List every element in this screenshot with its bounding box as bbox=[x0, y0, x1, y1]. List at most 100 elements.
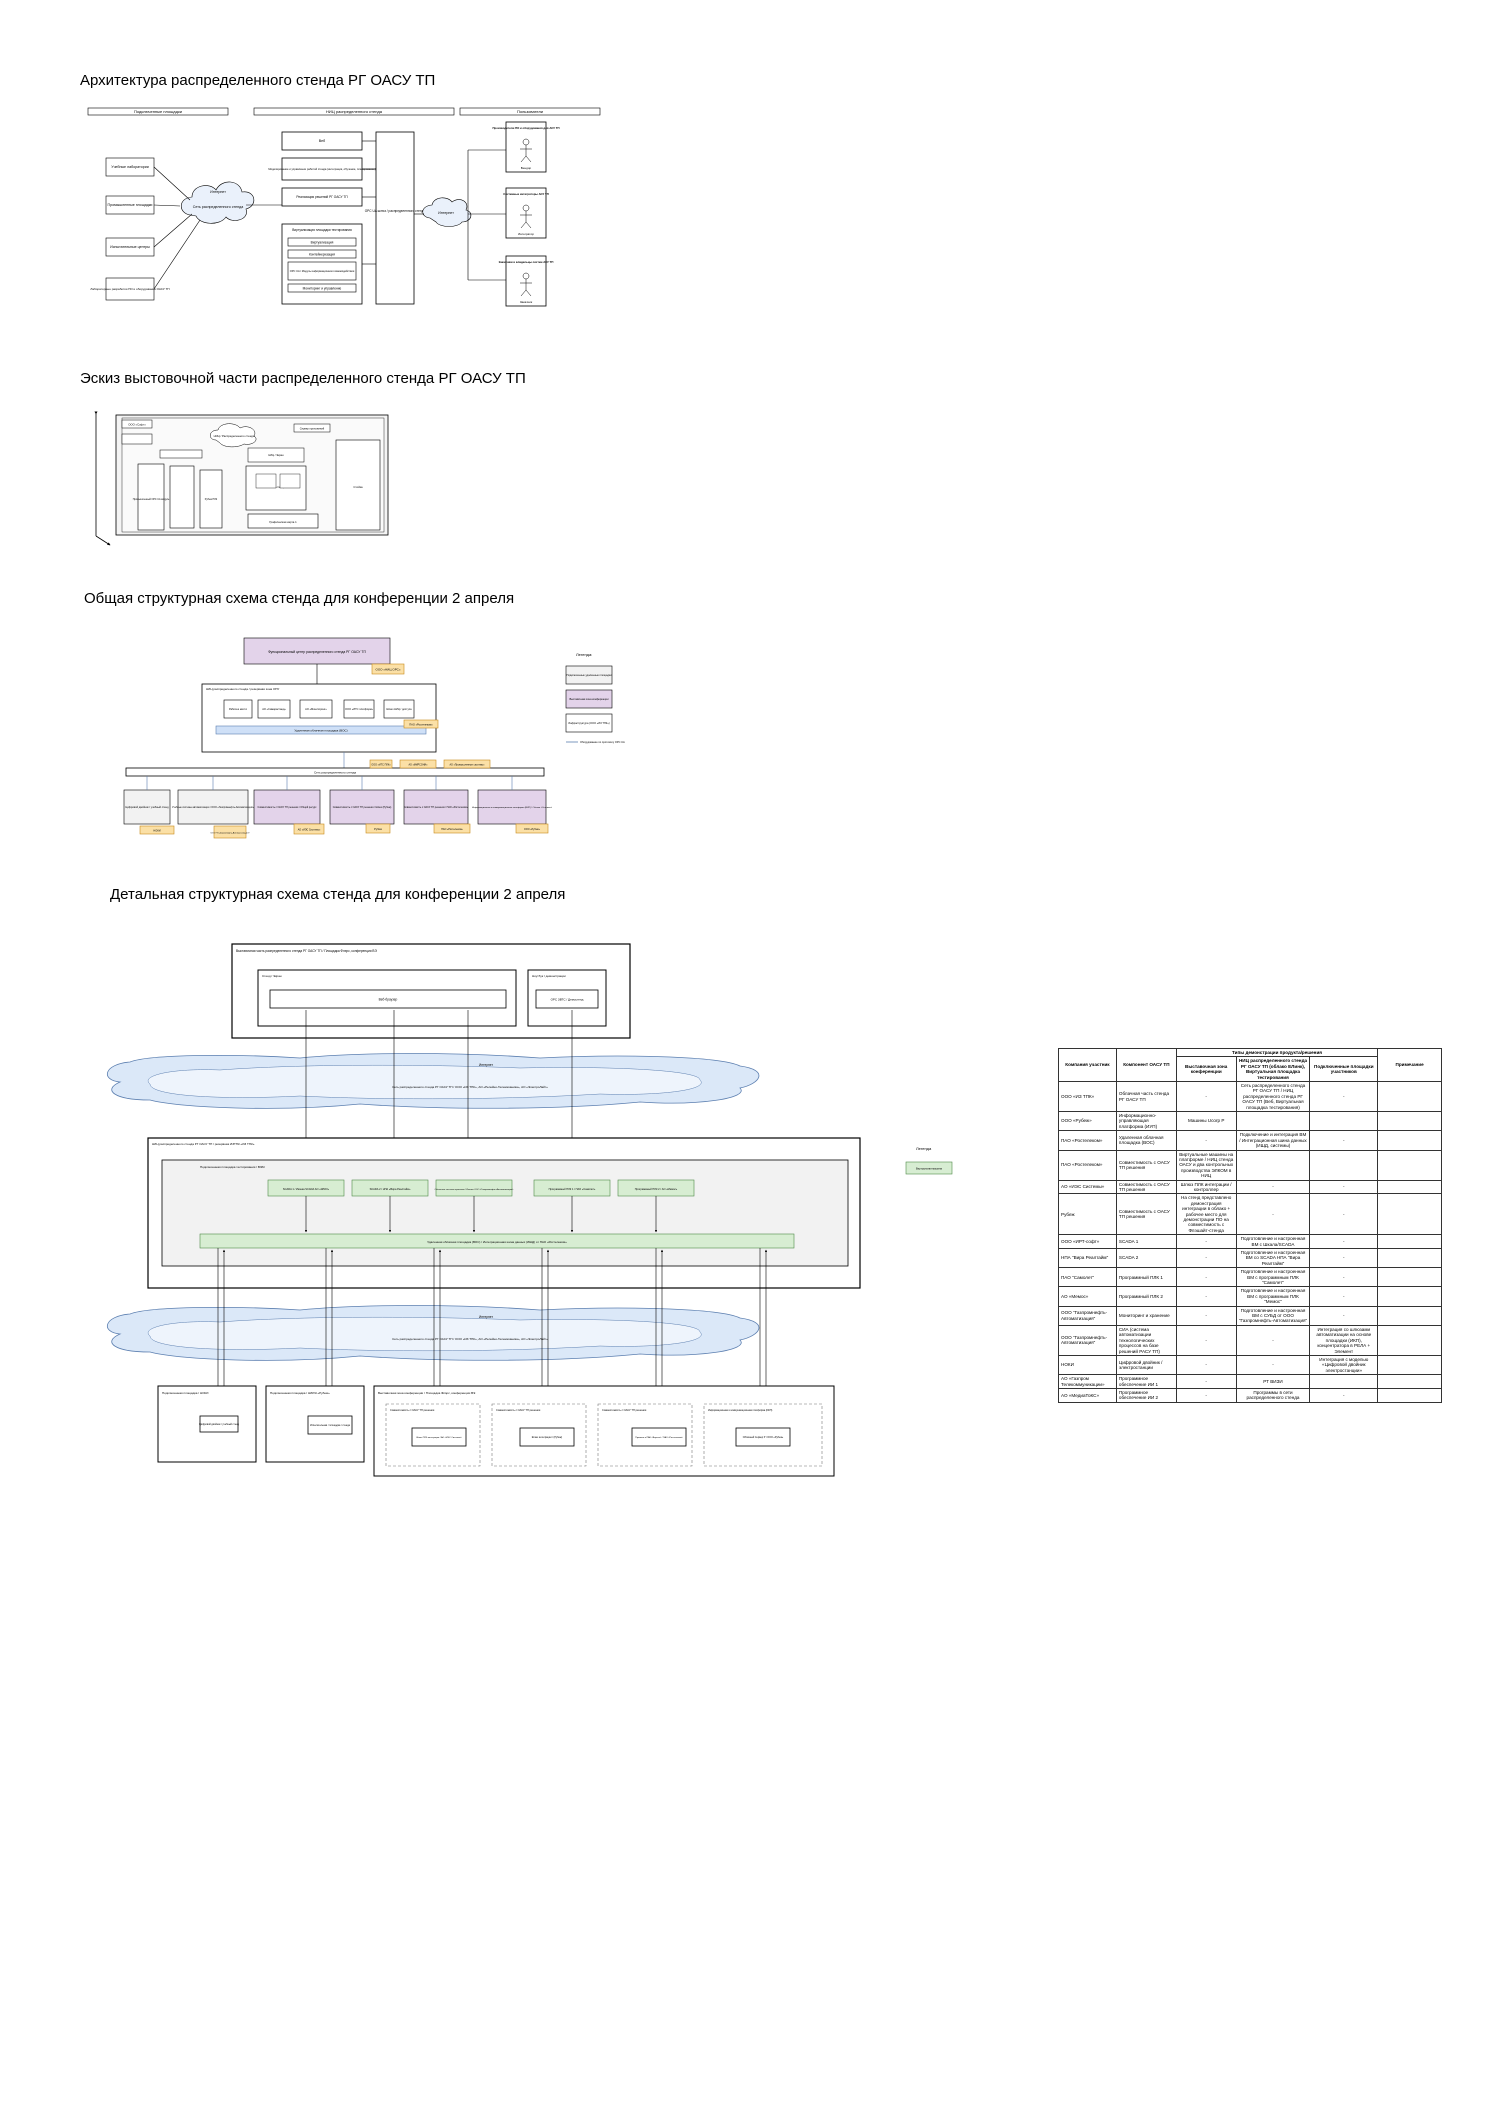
sketch-label-box bbox=[121, 419, 153, 429]
table-row: АО «МедиаТоКС»Программное обеспечение ИИ… bbox=[1058, 1387, 1442, 1403]
table-cell bbox=[1377, 1387, 1442, 1403]
general-scheme-diagram: Функциональный центр распределенного сте… bbox=[123, 637, 625, 839]
table-cell: Машины Ucorp P bbox=[1175, 1111, 1237, 1132]
sketch-label-box bbox=[159, 449, 203, 459]
sketch-cabinet bbox=[199, 469, 223, 529]
table-cell bbox=[1309, 1111, 1379, 1132]
nic-bus-tag-label: ПАО «Ростелеком» bbox=[409, 723, 433, 727]
web-browser-label: Веб-браузер bbox=[379, 998, 398, 1002]
table-cell: - bbox=[1235, 1179, 1311, 1195]
table-cell: Совместимость с ОАСУ ТП решения bbox=[1115, 1179, 1177, 1195]
site-box-rubezh-label: Подключенная площадка / НИИЭ «Рубеж» bbox=[270, 1391, 330, 1395]
notebook-label: Ноутбук / демонстрации bbox=[532, 974, 566, 978]
sketch-table-label: Графическая карта 1 bbox=[269, 520, 297, 524]
connector-line bbox=[153, 204, 181, 207]
sketch-cabinet-label: Промышленный OPC UA модуль bbox=[133, 498, 170, 501]
table-cell bbox=[1309, 1374, 1379, 1389]
table-cell bbox=[1377, 1305, 1442, 1326]
table-row: ПАО "Самолет"Программный ПЛК 1-Подготовл… bbox=[1058, 1267, 1442, 1288]
expo-sub-label: Правила и ПАК «Ворота» / ПАО «Ростелеком… bbox=[635, 1436, 683, 1439]
sketch-label-box bbox=[293, 423, 331, 433]
table-cell: ПАО "Самолет" bbox=[1058, 1267, 1117, 1288]
table-cell: Удаленная облачная площадка (ВОС) bbox=[1115, 1130, 1177, 1151]
expo-box-label: Информационная и коммуникационная платфо… bbox=[472, 806, 553, 809]
user-card-role: Заказчик bbox=[520, 300, 533, 304]
expo-sub-box bbox=[735, 1427, 791, 1447]
site-box-label: Цифровой двойник / учебный стенд bbox=[125, 805, 169, 809]
expo-box-label: Совместимость с ОАСУ ТП решения / ПАО «Р… bbox=[404, 806, 469, 809]
table-cell bbox=[1377, 1324, 1442, 1356]
table-cell: Подготовление и настроенная ВМ с програм… bbox=[1235, 1286, 1311, 1307]
table-header-row: Компания участник Компонент ОАСУ ТП Типы… bbox=[1058, 1047, 1442, 1083]
table-row: ООО «ИРТ-софт»SCADA 1-Подготовление и на… bbox=[1058, 1234, 1442, 1249]
column-header-connected-sites-label: Подключенные площадки bbox=[134, 109, 182, 114]
table-cell: - bbox=[1309, 1305, 1379, 1326]
table-cell bbox=[1377, 1286, 1442, 1307]
site-box-label: Учебные системы автоматизации / ООО «Газ… bbox=[172, 806, 255, 809]
table-body: ООО «ИЗ ТПК»Облачная часть стенда РГ ОАС… bbox=[1058, 1081, 1442, 1403]
table-cell: - bbox=[1309, 1267, 1379, 1288]
sketch-cloud bbox=[210, 423, 257, 448]
table-row: ПАО «Ростелеком»Совместимость с ОАСУ ТП … bbox=[1058, 1149, 1442, 1181]
legend-swatch-expo bbox=[565, 689, 613, 709]
user-card-customer: Заказчики и владельцы систем АСУ ТП Зака… bbox=[499, 255, 553, 307]
user-card-role: Интегратор bbox=[518, 232, 534, 236]
table-cell: ООО "Газпромнефть-Автоматизация" bbox=[1058, 1305, 1117, 1326]
mid-sub-box bbox=[287, 261, 357, 281]
network-tag bbox=[399, 759, 437, 769]
table-cell: АО «МедиаТоКС» bbox=[1058, 1387, 1117, 1403]
table-cell: РТ ВИЗИ bbox=[1235, 1374, 1311, 1389]
sketch-stand bbox=[335, 439, 381, 531]
table-cell: SCADA 1 bbox=[1115, 1234, 1177, 1249]
column-header-users bbox=[459, 107, 601, 116]
expo-stand-label: Стенд / Экран bbox=[262, 974, 282, 978]
nic-item-label: Шлюз НИЦ / доступа bbox=[386, 707, 412, 711]
integration-bus bbox=[199, 1233, 795, 1249]
table-header-cell: Компонент ОАСУ ТП bbox=[1115, 1047, 1177, 1083]
integration-bus-label: Удаленная облачная площадка (ВОС) / Инте… bbox=[427, 1240, 567, 1244]
network-cloud-lower-label: Сеть распределенного стенда РГ ОАСУ ТП /… bbox=[392, 1337, 548, 1341]
architecture-diagram: Подключенные площадки НИЦ распределенног… bbox=[87, 107, 601, 307]
table-cell: Совместимость с ОАСУ ТП решения bbox=[1115, 1193, 1177, 1236]
network-bar bbox=[125, 767, 545, 777]
table-cell bbox=[1377, 1354, 1442, 1376]
mid-sub-label: Контейнеризация bbox=[309, 253, 335, 257]
table-cell: ООО «ИРТ-софт» bbox=[1058, 1234, 1117, 1249]
mid-sub-label: Виртуализация bbox=[311, 241, 334, 245]
network-tag bbox=[443, 759, 491, 769]
expo-box-label: Совместимость с ОАСУ ТП решения / Общий … bbox=[258, 806, 318, 809]
table-cell bbox=[1235, 1149, 1311, 1181]
table-cell: - bbox=[1175, 1267, 1237, 1288]
table-cell: - bbox=[1309, 1286, 1379, 1307]
nic-bus-label: Удаленная облачная площадка (ВОС) bbox=[294, 729, 347, 733]
table-cell: - bbox=[1175, 1286, 1237, 1307]
expo-box bbox=[253, 789, 321, 825]
legend-label: Виртуальная машина bbox=[916, 1167, 943, 1171]
mid-box-web-label: Веб bbox=[319, 139, 325, 143]
legend-label: Выставочная зона конференции bbox=[569, 697, 609, 701]
table-cell: Программный ПЛК 1 bbox=[1115, 1267, 1177, 1288]
table-cell: - bbox=[1235, 1354, 1311, 1376]
site-box-noki-label: Подключенная площадка / НОКИ bbox=[162, 1391, 208, 1395]
network-cloud-lower-inner bbox=[147, 1316, 702, 1352]
table-cell: Программы в сети распределенного стенда bbox=[1235, 1387, 1311, 1403]
table-cell: ПАО «Ростелеком» bbox=[1058, 1130, 1117, 1151]
table-cell: - bbox=[1175, 1234, 1237, 1249]
sketch-cabinet-label: Рубеж ПЛК bbox=[205, 498, 218, 501]
title-architecture: Архитектура распределенного стенда РГ ОА… bbox=[80, 72, 436, 89]
vm-box-label: Облачные системы хранения / Иконка ООО «… bbox=[435, 1188, 514, 1191]
participants-matrix-table: Компания участник Компонент ОАСУ ТП Типы… bbox=[1058, 1047, 1442, 1403]
sketch-diagram: ООО «Софт» НИЦ / Распределенного стенда … bbox=[94, 411, 389, 546]
nic-item-label: АО «Мониторинг» bbox=[305, 707, 327, 711]
expo-tag bbox=[293, 823, 325, 835]
legend-swatch-sites bbox=[565, 665, 613, 685]
table-header-cell: Примечание bbox=[1377, 1047, 1442, 1083]
network-cloud-upper-inner bbox=[147, 1064, 702, 1100]
detailed-scheme-diagram: Выставочная часть распределенного стенда… bbox=[107, 943, 953, 1477]
table-cell: Интеграция с моделью «Цифровой двойник э… bbox=[1309, 1354, 1379, 1376]
table-cell: - bbox=[1309, 1387, 1379, 1403]
table-header-cell: Компания участник bbox=[1058, 1047, 1117, 1083]
connector-line bbox=[153, 213, 193, 248]
table-cell: - bbox=[1309, 1130, 1379, 1151]
